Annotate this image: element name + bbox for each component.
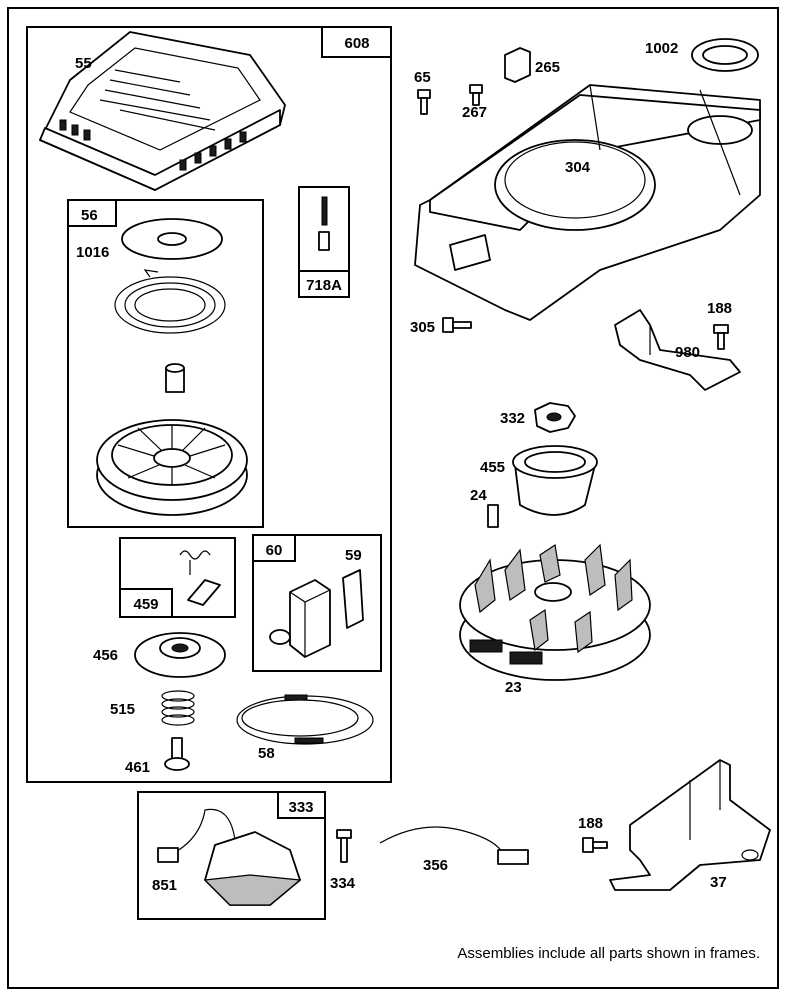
label-265: 265 — [535, 59, 560, 76]
part-456-retainer: 456 — [93, 632, 226, 678]
label-305: 305 — [410, 319, 435, 336]
label-188-upper: 188 — [707, 300, 732, 317]
label-718A: 718A — [306, 277, 342, 294]
label-188-lower: 188 — [578, 815, 603, 832]
part-37-baffle: 37 — [609, 759, 771, 891]
part-pin-cylinder — [165, 363, 185, 393]
label-37: 37 — [710, 874, 727, 891]
label-304: 304 — [565, 159, 591, 176]
label-980: 980 — [675, 344, 700, 361]
part-188-screw-lower: 188 — [578, 815, 608, 853]
label-56: 56 — [81, 207, 98, 224]
part-356-wire: 356 — [379, 826, 529, 874]
part-23-flywheel: 23 — [459, 543, 651, 696]
frame-56: 56 — [67, 199, 264, 528]
part-55-housing: 55 — [39, 31, 286, 191]
part-58-rope: 58 — [236, 694, 374, 762]
part-304-blower-housing: 304 — [414, 84, 761, 321]
label-55: 55 — [75, 55, 92, 72]
part-332-nut: 332 — [500, 402, 576, 433]
frame-608: 608 — [26, 26, 392, 783]
frame-459: 459 — [119, 537, 236, 618]
part-65-screw: 65 — [414, 69, 431, 115]
frame-333: 333 851 — [137, 791, 326, 920]
label-24: 24 — [470, 487, 487, 504]
part-265-nut: 265 — [504, 47, 560, 83]
part-267-screw: 267 — [462, 84, 487, 121]
label-65: 65 — [414, 69, 431, 86]
label-333: 333 — [288, 799, 313, 816]
label-459: 459 — [133, 596, 158, 613]
part-334-screw: 334 — [330, 829, 356, 892]
part-188-screw-upper: 188 — [707, 300, 732, 350]
frame-718A: 718A — [298, 186, 350, 298]
assemblies-note: Assemblies include all parts shown in fr… — [457, 945, 760, 962]
label-461: 461 — [125, 759, 150, 776]
part-515-spring: 515 — [110, 690, 195, 726]
part-980-bracket: 980 — [614, 309, 741, 391]
label-58: 58 — [258, 745, 275, 762]
label-515: 515 — [110, 701, 135, 718]
label-455: 455 — [480, 459, 505, 476]
frame-60: 60 59 — [252, 534, 382, 672]
part-1002-grommet: 1002 — [645, 38, 759, 72]
label-851: 851 — [152, 877, 177, 894]
label-334: 334 — [330, 875, 356, 892]
part-455-cup: 455 — [480, 445, 598, 516]
label-332: 332 — [500, 410, 525, 427]
part-1016-washer: 1016 — [76, 218, 223, 261]
label-1016: 1016 — [76, 244, 109, 261]
label-456: 456 — [93, 647, 118, 664]
label-60: 60 — [266, 542, 283, 559]
part-pulley — [96, 419, 248, 516]
part-461-screw: 461 — [125, 737, 190, 776]
part-24-key: 24 — [470, 487, 499, 528]
part-spring — [114, 269, 226, 334]
label-267: 267 — [462, 104, 487, 121]
page-border — [7, 7, 779, 989]
label-356: 356 — [423, 857, 448, 874]
label-1002: 1002 — [645, 40, 678, 57]
label-59: 59 — [345, 547, 362, 564]
part-305-screw: 305 — [410, 317, 472, 336]
label-608: 608 — [344, 35, 369, 52]
label-23: 23 — [505, 679, 522, 696]
